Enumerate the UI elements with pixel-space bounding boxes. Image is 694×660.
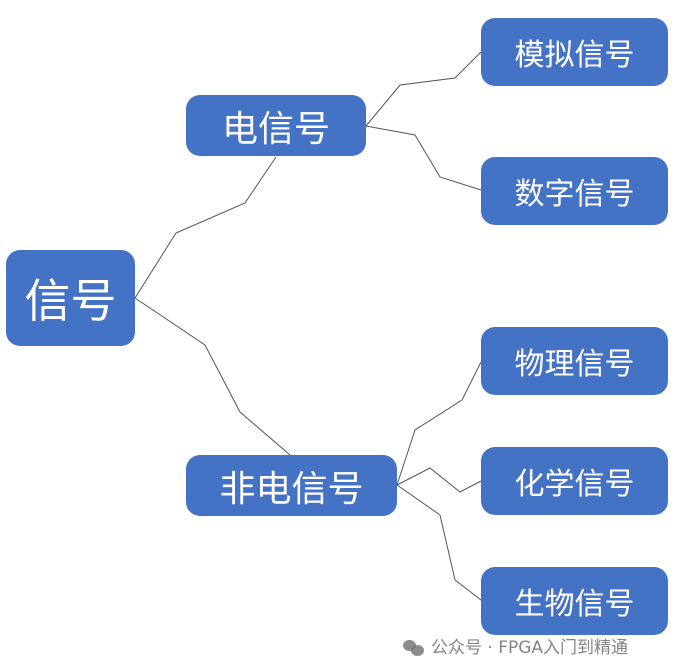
connector-nonelectric-physical (396, 361, 482, 486)
watermark-text: 公众号 · FPGA入门到精通 (431, 638, 629, 658)
node-analog: 模拟信号 (481, 18, 668, 86)
node-digital: 数字信号 (481, 157, 668, 225)
wechat-icon (403, 639, 425, 657)
connector-root-nonelectric (134, 297, 291, 456)
node-nonelectric: 非电信号 (186, 455, 397, 516)
node-physical: 物理信号 (481, 327, 668, 395)
node-root: 信号 (6, 250, 135, 346)
connector-root-electric (134, 156, 277, 299)
connector-electric-digital (365, 125, 482, 191)
watermark: 公众号 · FPGA入门到精通 (403, 638, 628, 658)
connector-nonelectric-chemical (396, 467, 482, 493)
connector-nonelectric-biological (396, 484, 482, 601)
node-chemical: 化学信号 (481, 447, 668, 515)
node-biological: 生物信号 (481, 567, 668, 635)
connector-electric-analog (365, 51, 482, 127)
node-electric: 电信号 (186, 95, 366, 156)
